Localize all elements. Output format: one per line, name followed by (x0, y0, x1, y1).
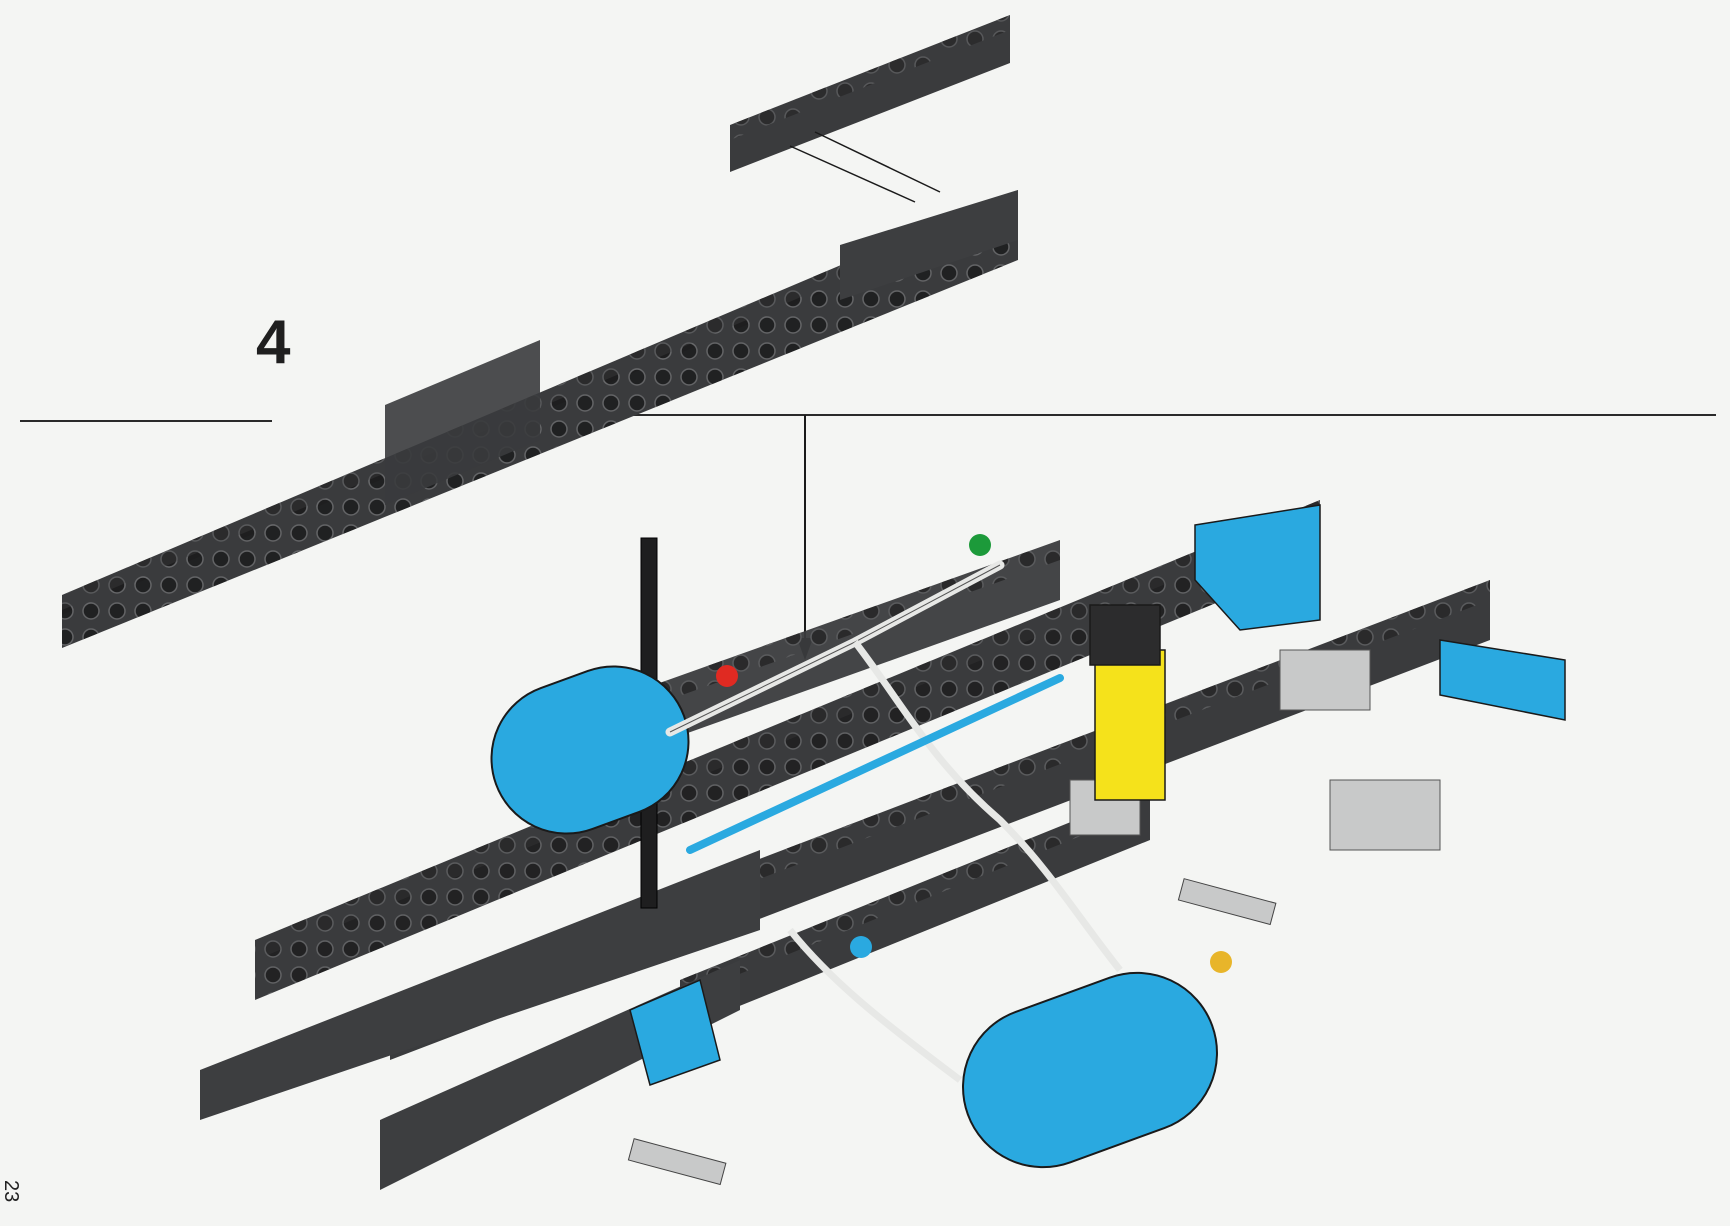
assembly-arrow (797, 415, 813, 660)
indicator-dot-blue (850, 936, 872, 958)
upper-long-beam (62, 190, 1018, 648)
indicator-dot-green (969, 534, 991, 556)
chassis-assembly (200, 500, 1566, 1190)
blue-tank-left (490, 665, 690, 835)
page-number: 23 (0, 1180, 22, 1203)
indicator-dot-red (716, 665, 738, 687)
connector-line (789, 131, 941, 203)
step-number: 4 (256, 308, 291, 377)
top-small-beam (730, 15, 1010, 172)
blue-tank-right (962, 971, 1218, 1169)
indicator-dot-yellow (1210, 951, 1232, 973)
